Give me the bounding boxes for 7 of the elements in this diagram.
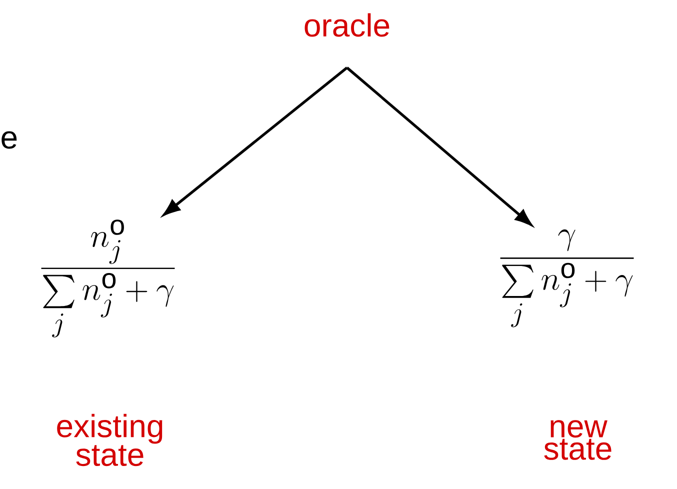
caption-text: new state [544, 420, 612, 460]
cut-off-text: e [2, 131, 17, 149]
caption-text: existing state [57, 414, 162, 466]
heading-text: oracle [304, 13, 390, 37]
arrow [346, 66, 532, 226]
fraction-formula: $\dfrac{n_j^{\mathrm{o}}}{\sum\limits_j n_j^{\mathrm{o}} + \gamma}$ [41, 220, 175, 338]
fraction-formula: $\dfrac{\gamma}{\sum\limits_j n_j^{\mathrm{o}} + \gamma}$ [500, 229, 634, 328]
